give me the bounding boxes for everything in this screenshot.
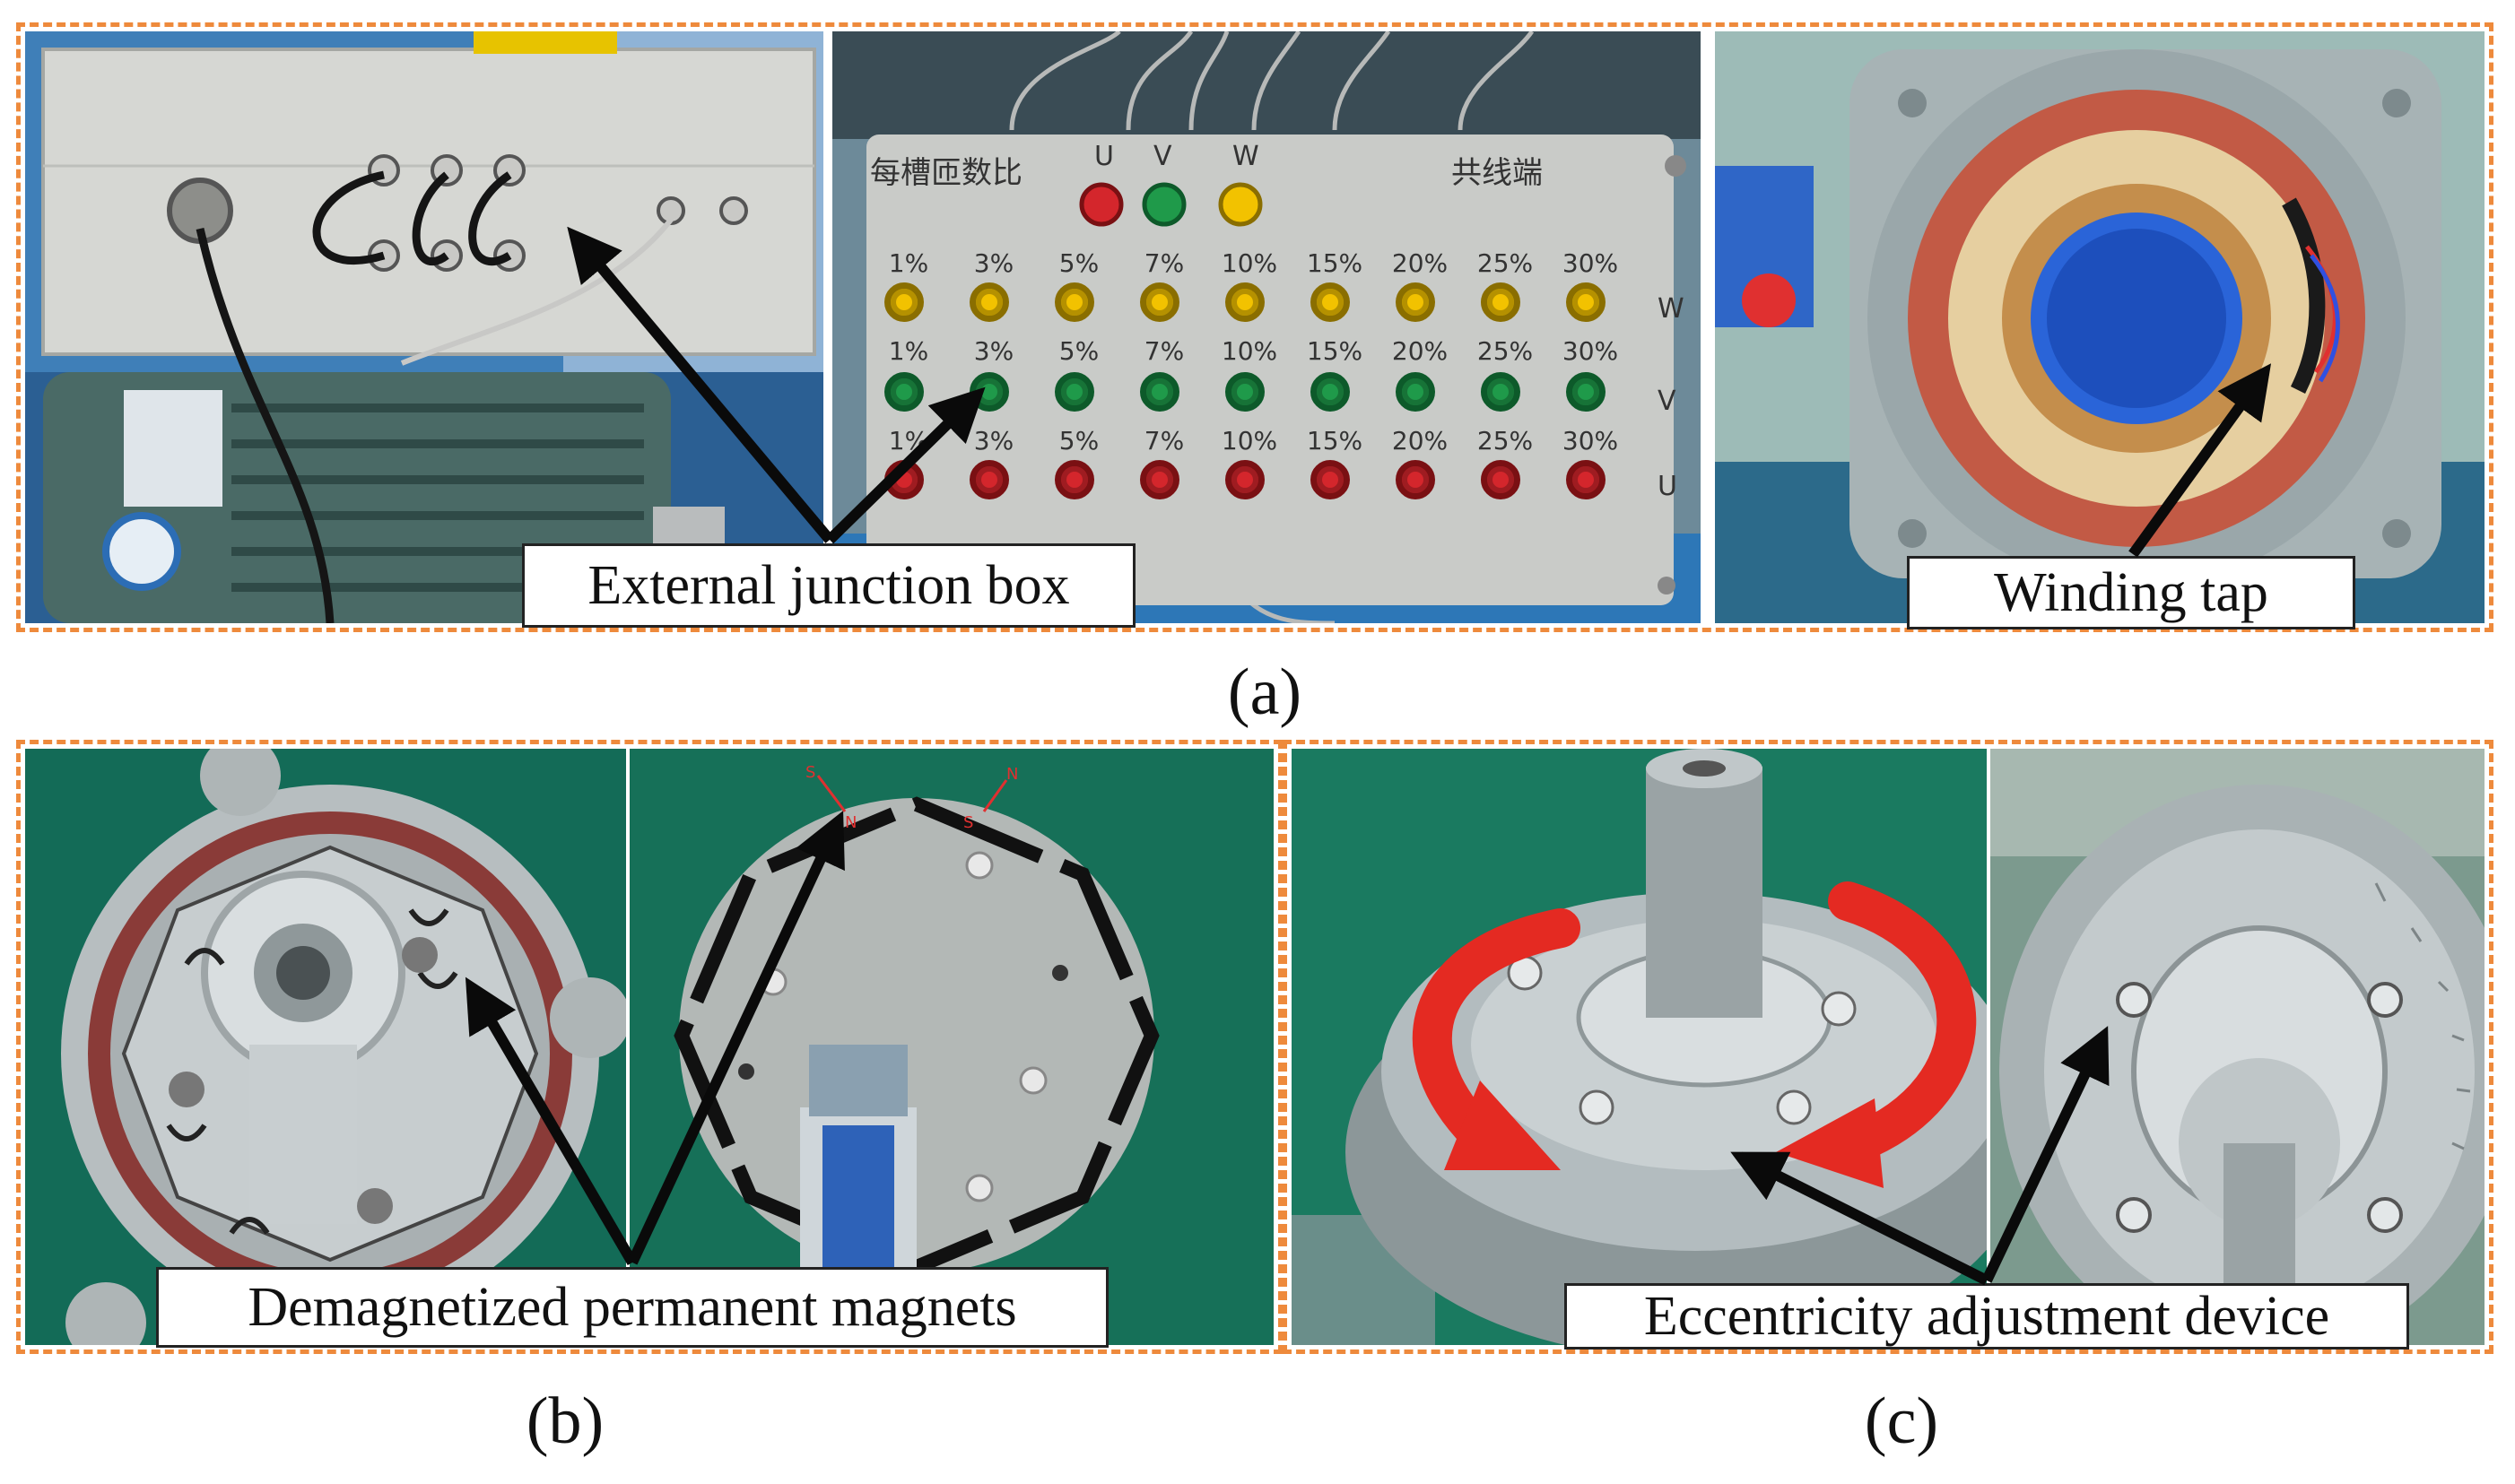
terminal-yellow	[1225, 282, 1265, 322]
tap-label: 3%	[973, 248, 1014, 278]
label-external-junction-box: External junction box	[522, 543, 1136, 628]
tap-label: 15%	[1306, 426, 1363, 456]
svg-text:N: N	[845, 813, 857, 832]
terminal-yellow	[1140, 282, 1179, 322]
terminal-red	[970, 460, 1009, 499]
photo-terminal-board: 每槽匝数比 共线端 U V W 1%3%5%7%10%15%20%25%30% …	[832, 31, 1701, 623]
tap-label: 7%	[1144, 426, 1185, 456]
terminal-yellow	[1481, 282, 1520, 322]
terminal-red	[1481, 460, 1520, 499]
terminal-red	[1225, 460, 1265, 499]
tap-label: 15%	[1306, 248, 1363, 278]
tap-label: 10%	[1221, 426, 1278, 456]
photo-eccentric-shaft	[1292, 749, 1987, 1345]
terminal-green	[884, 372, 924, 412]
terminal-yellow	[970, 282, 1009, 322]
terminal-green	[1396, 372, 1435, 412]
svg-text:S: S	[963, 813, 973, 832]
tap-label: 20%	[1391, 426, 1449, 456]
svg-text:N: N	[1006, 765, 1018, 784]
svg-text:S: S	[805, 763, 815, 782]
terminal-yellow	[1310, 282, 1350, 322]
caption-b: (b)	[526, 1384, 605, 1458]
tap-label: 3%	[973, 336, 1014, 366]
terminal-green	[1566, 372, 1606, 412]
terminal-red	[1310, 460, 1350, 499]
tap-label: 5%	[1058, 248, 1100, 278]
terminal-green	[1481, 372, 1520, 412]
tap-label: 7%	[1144, 248, 1185, 278]
photo-rotor-end-cap	[25, 749, 626, 1345]
board-title-left: 每槽匝数比	[870, 155, 1023, 191]
label-demagnetized-magnets: Demagnetized permanent magnets	[156, 1267, 1109, 1348]
caption-c: (c)	[1864, 1384, 1939, 1458]
terminal-green	[1055, 372, 1094, 412]
label-eccentricity-device: Eccentricity adjustment device	[1564, 1283, 2409, 1349]
tap-label: 10%	[1221, 248, 1278, 278]
terminal-red	[1396, 460, 1435, 499]
terminal-yellow	[1055, 282, 1094, 322]
row-tag-w: W	[1658, 293, 1684, 325]
tap-label: 1%	[888, 336, 929, 366]
terminal-red	[1566, 460, 1606, 499]
tap-label: 20%	[1391, 248, 1449, 278]
tap-label: 1%	[888, 248, 929, 278]
tap-label: 10%	[1221, 336, 1278, 366]
tap-label: 3%	[973, 426, 1014, 456]
terminal-red	[1140, 460, 1179, 499]
terminal-green	[1225, 372, 1265, 412]
phase-head-w: W	[1232, 141, 1259, 172]
tap-label: 1%	[888, 426, 929, 456]
tap-label: 15%	[1306, 336, 1363, 366]
tap-label: 30%	[1562, 336, 1619, 366]
terminal-red	[1055, 460, 1094, 499]
caption-a: (a)	[1227, 655, 1302, 729]
terminal-green	[1310, 372, 1350, 412]
phase-terminals	[877, 155, 1686, 596]
panel-a-frame	[16, 22, 2493, 632]
row-tag-u: U	[1658, 471, 1677, 502]
phase-head-v: V	[1153, 141, 1172, 172]
tap-label: 7%	[1144, 336, 1185, 366]
phase-head-u: U	[1094, 141, 1114, 172]
photo-stator-winding	[1715, 31, 2485, 623]
tap-label: 25%	[1476, 248, 1534, 278]
board-title-right: 共线端	[1451, 155, 1543, 191]
terminal-green	[970, 372, 1009, 412]
tap-label: 30%	[1562, 248, 1619, 278]
label-winding-tap: Winding tap	[1907, 556, 2355, 629]
panel-c-frame	[1283, 740, 2493, 1354]
photo-junction-box-motor	[25, 31, 823, 623]
panel-b-frame	[16, 740, 1283, 1354]
tap-label: 25%	[1476, 336, 1534, 366]
photo-eccentric-endplate	[1990, 749, 2485, 1345]
terminal-yellow	[1396, 282, 1435, 322]
tap-label: 20%	[1391, 336, 1449, 366]
photo-rotor-magnets: S N N S	[630, 749, 1274, 1345]
terminal-green	[1140, 372, 1179, 412]
tap-label: 5%	[1058, 336, 1100, 366]
terminal-yellow	[884, 282, 924, 322]
tap-label: 25%	[1476, 426, 1534, 456]
terminal-red	[884, 460, 924, 499]
terminal-yellow	[1566, 282, 1606, 322]
tap-label: 5%	[1058, 426, 1100, 456]
row-tag-v: V	[1658, 386, 1676, 417]
tap-label: 30%	[1562, 426, 1619, 456]
